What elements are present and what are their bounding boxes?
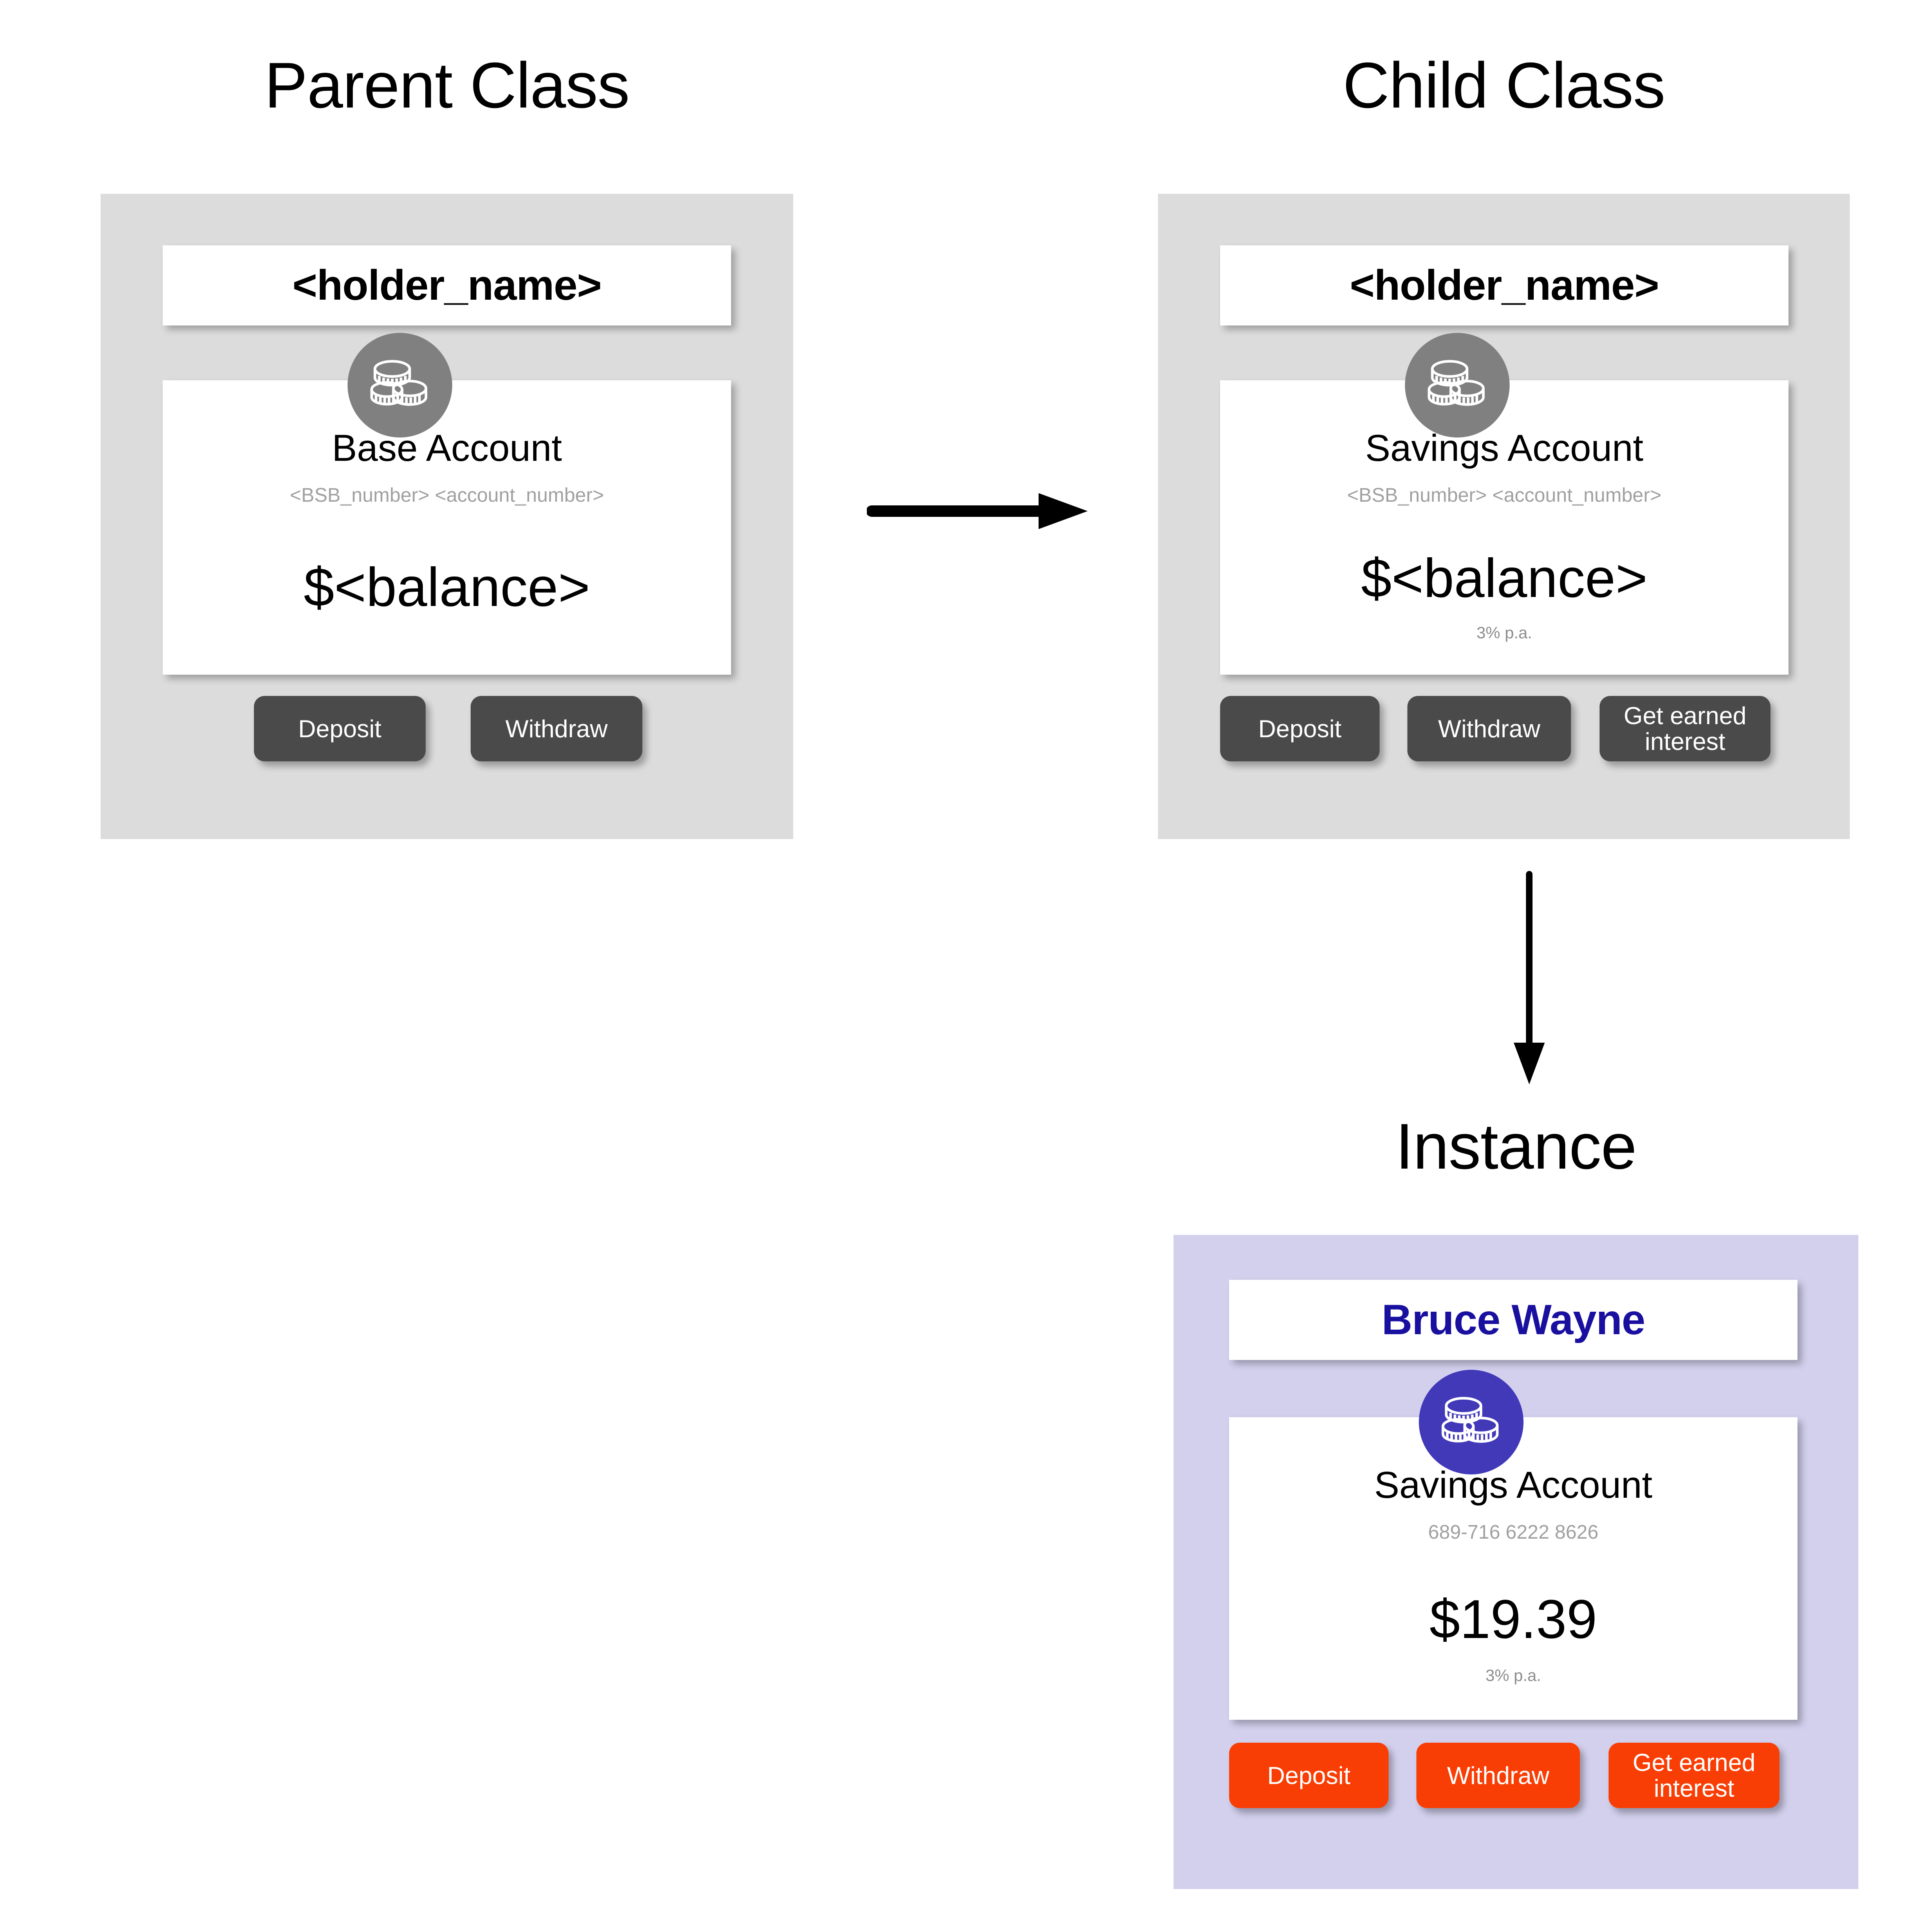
child-account-balance: $<balance> (1361, 548, 1648, 609)
page-title-child-class: Child Class (1342, 49, 1665, 121)
page-title-parent-class: Parent Class (264, 49, 630, 121)
child-account-card: Savings Account <BSB_number> <account_nu… (1220, 380, 1788, 675)
coins-icon (348, 333, 452, 438)
parent-deposit-label: Deposit (298, 715, 381, 743)
instance-account-title: Savings Account (1374, 1464, 1653, 1506)
arrow-down-icon (1484, 871, 1574, 1088)
child-deposit-label: Deposit (1258, 715, 1342, 743)
instance-interest-rate: 3% p.a. (1485, 1667, 1541, 1685)
coins-icon (1405, 333, 1510, 438)
parent-class-panel: <holder_name> Base Account <BSB_number> … (101, 194, 793, 839)
parent-account-number: <BSB_number> <account_number> (289, 485, 604, 506)
coins-icon (1419, 1370, 1524, 1474)
parent-account-card: Base Account <BSB_number> <account_numbe… (163, 380, 731, 675)
child-account-title: Savings Account (1365, 427, 1644, 469)
parent-withdraw-button[interactable]: Withdraw (471, 696, 642, 761)
child-interest-rate: 3% p.a. (1476, 624, 1532, 642)
parent-account-balance: $<balance> (303, 557, 590, 618)
parent-holder-name-bar: <holder_name> (163, 245, 731, 325)
instance-account-card: Savings Account 689-716 6222 8626 $19.39… (1229, 1417, 1797, 1720)
instance-holder-name-text: Bruce Wayne (1381, 1296, 1645, 1344)
instance-deposit-button[interactable]: Deposit (1229, 1743, 1389, 1808)
child-holder-name-text: <holder_name> (1350, 261, 1659, 309)
child-get-earned-interest-button[interactable]: Get earned interest (1600, 696, 1770, 761)
instance-get-earned-interest-button[interactable]: Get earned interest (1609, 1743, 1779, 1808)
page-title-instance: Instance (1395, 1111, 1637, 1183)
arrow-right-icon (866, 482, 1096, 540)
instance-panel: Bruce Wayne Savings Account 689-716 6222… (1174, 1235, 1858, 1889)
instance-holder-name-bar: Bruce Wayne (1229, 1280, 1797, 1360)
instance-get-earned-interest-label: Get earned interest (1632, 1749, 1756, 1802)
parent-holder-name-text: <holder_name> (292, 261, 602, 309)
instance-account-number: 689-716 6222 8626 (1428, 1521, 1599, 1543)
child-account-number: <BSB_number> <account_number> (1347, 485, 1662, 506)
child-holder-name-bar: <holder_name> (1220, 245, 1788, 325)
parent-withdraw-label: Withdraw (505, 715, 608, 743)
child-get-earned-interest-label: Get earned interest (1623, 702, 1747, 755)
child-deposit-button[interactable]: Deposit (1220, 696, 1380, 761)
instance-deposit-label: Deposit (1267, 1761, 1351, 1789)
instance-account-balance: $19.39 (1429, 1589, 1597, 1650)
parent-deposit-button[interactable]: Deposit (254, 696, 426, 761)
child-withdraw-button[interactable]: Withdraw (1407, 696, 1571, 761)
child-withdraw-label: Withdraw (1438, 715, 1541, 743)
child-class-panel: <holder_name> Savings Account <BSB_numbe… (1158, 194, 1850, 839)
parent-account-title: Base Account (332, 427, 562, 469)
instance-withdraw-label: Withdraw (1447, 1761, 1550, 1789)
instance-withdraw-button[interactable]: Withdraw (1416, 1743, 1580, 1808)
